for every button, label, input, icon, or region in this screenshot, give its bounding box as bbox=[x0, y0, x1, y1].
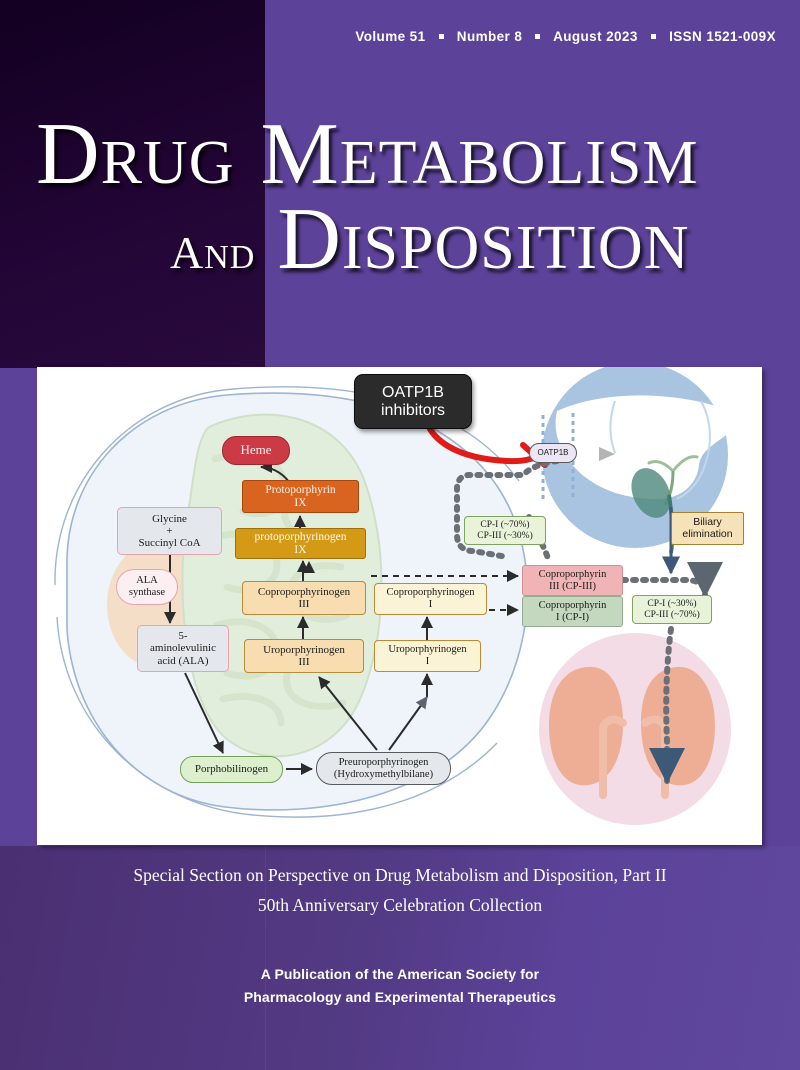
oatp1b-inhibitors-callout: OATP1B inhibitors bbox=[354, 374, 472, 429]
kidney-right bbox=[641, 666, 715, 786]
publisher-line-2: Pharmacology and Experimental Therapeuti… bbox=[243, 988, 557, 1005]
node-biliary-elimination: Biliary elimination bbox=[671, 512, 744, 545]
masthead-disposition-cap: D bbox=[277, 190, 342, 288]
callout-line-1: OATP1B bbox=[382, 383, 444, 401]
node-porphobilinogen: Porphobilinogen bbox=[180, 756, 283, 783]
node-uroporphyrinogen-iii: Uroporphyrinogen III bbox=[244, 639, 364, 673]
masthead-metabolism-cap: M bbox=[260, 106, 340, 203]
date-label: August 2023 bbox=[553, 29, 638, 44]
panel-seam bbox=[265, 846, 266, 1070]
liver-fissure bbox=[609, 400, 616, 454]
node-ala-synthase: ALA synthase bbox=[116, 569, 178, 605]
callout-line-2: inhibitors bbox=[380, 401, 446, 419]
liver-lobe-divider bbox=[676, 400, 711, 500]
masthead-disposition-rest: ISPOSITION bbox=[341, 213, 690, 282]
label-renal-fractions: CP-I (~30%) CP-III (~70%) bbox=[632, 595, 712, 624]
uptake-direction-arrow bbox=[599, 447, 615, 461]
volume-label: Volume 51 bbox=[355, 29, 426, 44]
bile-duct-branches bbox=[647, 455, 699, 473]
purple-panel-bottom bbox=[0, 846, 800, 1070]
node-uroporphyrinogen-i: Uroporphyrinogen I bbox=[374, 640, 481, 672]
label-hepatic-uptake-fractions: CP-I (~70%) CP-III (~30%) bbox=[464, 516, 546, 545]
node-heme: Heme bbox=[222, 436, 290, 465]
node-coproporphyrin-iii: Coproporphyrin III (CP-III) bbox=[522, 565, 623, 596]
node-coproporphyrinogen-i: Coproporphyrinogen I bbox=[374, 583, 487, 615]
special-section-caption: Special Section on Perspective on Drug M… bbox=[0, 860, 800, 920]
kidney-left bbox=[549, 666, 623, 786]
dark-panel bbox=[0, 0, 265, 368]
number-label: Number 8 bbox=[456, 29, 523, 44]
purple-panel-top-right bbox=[265, 0, 800, 368]
issn-label: ISSN 1521-009X bbox=[669, 29, 776, 44]
masthead-line-1: DRUG METABOLISM bbox=[0, 106, 800, 205]
publisher-line-1: A Publication of the American Society fo… bbox=[260, 966, 540, 982]
node-aminolevulinic-acid: 5- aminolevulinic acid (ALA) bbox=[137, 625, 229, 672]
masthead-metabolism-rest: ETABOLISM bbox=[339, 129, 699, 197]
masthead-and-rest: ND bbox=[204, 238, 256, 276]
node-glycine-succinyl-coa: Glycine + Succinyl CoA bbox=[117, 507, 222, 555]
liver-organ bbox=[555, 395, 737, 499]
cover-figure-panel: OATP1B inhibitors OATP1B Heme Protoporph… bbox=[37, 367, 762, 845]
separator-square-icon bbox=[535, 33, 541, 39]
separator-square-icon bbox=[650, 33, 656, 39]
gallbladder bbox=[631, 468, 671, 518]
special-section-line-1: Special Section on Perspective on Drug M… bbox=[133, 865, 667, 885]
node-protoporphyrin-ix: Protoporphyrin IX bbox=[242, 480, 359, 513]
special-section-line-2: 50th Anniversary Celebration Collection bbox=[257, 895, 543, 916]
node-protoporphyrinogen-ix: protoporphyrinogen IX bbox=[235, 528, 366, 559]
masthead-drug-cap: D bbox=[36, 106, 101, 203]
masthead-and-cap: A bbox=[170, 226, 205, 278]
masthead-drug-rest: RUG bbox=[100, 129, 235, 197]
separator-square-icon bbox=[438, 33, 444, 39]
node-coproporphyrinogen-iii: Coproporphyrinogen III bbox=[242, 581, 366, 615]
publisher-statement: A Publication of the American Society fo… bbox=[0, 963, 800, 1008]
issue-information-line: Volume 51 Number 8 August 2023 ISSN 1521… bbox=[0, 29, 776, 44]
node-coproporphyrin-i: Coproporphyrin I (CP-I) bbox=[522, 596, 623, 627]
masthead-line-2: AND DISPOSITION bbox=[0, 191, 800, 290]
ureter-left bbox=[599, 715, 627, 799]
cell-membrane-arc-lower bbox=[56, 616, 498, 818]
pathway-arrows-dashed bbox=[303, 561, 519, 616]
oatp1b-transporter-label: OATP1B bbox=[529, 443, 577, 463]
node-preuroporphyrinogen: Preuroporphyrinogen (Hydroxymethylbilane… bbox=[316, 752, 451, 785]
